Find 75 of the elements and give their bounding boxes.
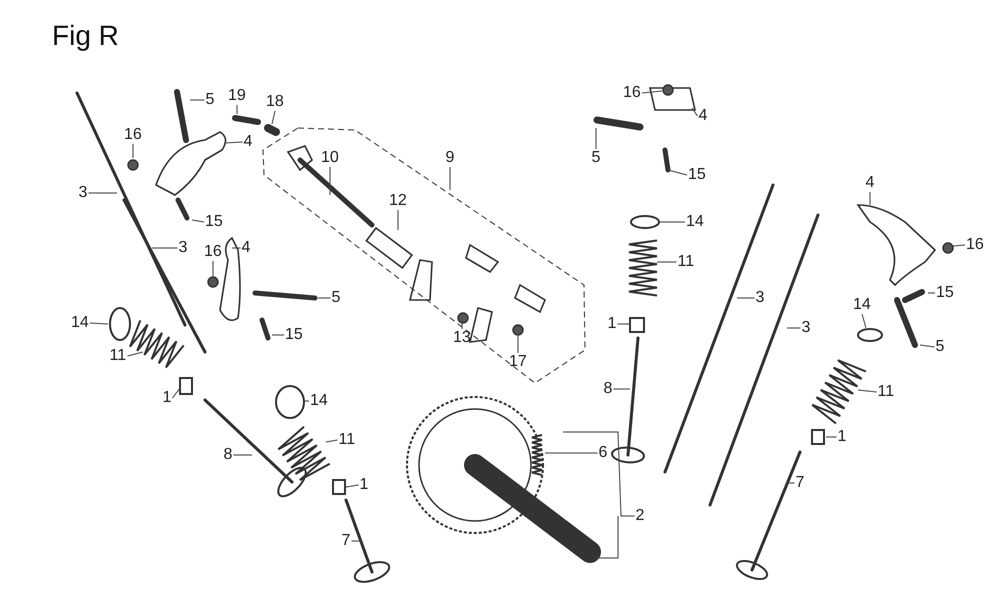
leader-line [172,388,180,398]
callout-number: 5 [332,289,340,307]
callout-number: 12 [389,192,407,210]
callout-number: 3 [756,289,764,307]
callout-number: 13 [453,329,471,347]
leader-line [326,440,338,442]
callout-number: 3 [802,319,810,337]
callout-number: 15 [936,284,954,302]
leader-line [272,110,276,124]
leader-line [692,108,698,116]
leader-line [858,390,877,392]
callout-number: 17 [509,353,527,371]
callout-number: 7 [342,532,350,550]
callout-number: 8 [224,446,232,464]
callout-number: 16 [124,126,142,144]
leader-line [127,352,144,356]
leader-line [272,334,284,336]
leader-line [786,482,795,484]
callout-number: 10 [321,149,339,167]
leader-line [346,484,359,488]
leader-line [952,244,966,246]
leader-line [90,322,108,324]
callout-number: 1 [838,428,846,446]
callout-number: 14 [310,392,328,410]
callout-number: 14 [71,314,89,332]
callout-number: 5 [936,338,944,356]
leader-line [544,452,598,454]
callout-number: 15 [688,166,706,184]
callout-number: 11 [878,383,894,401]
callout-number: 2 [636,507,644,525]
callout-number: 9 [446,149,454,167]
callout-number: 4 [242,239,250,257]
leader-line [642,90,662,94]
callout-number: 16 [204,243,222,261]
leader-line [224,142,243,144]
callout-number: 15 [205,213,223,231]
leader-line [304,400,310,402]
callout-number: 11 [678,253,694,271]
callout-number: 8 [604,380,612,398]
callout-number: 19 [228,87,246,105]
callout-number: 4 [244,133,252,151]
leader-line [862,314,866,328]
leader-line [192,220,204,222]
callout-number: 4 [866,174,874,192]
callout-number: 3 [78,184,88,202]
callout-number: 15 [285,326,303,344]
bracket-leader-line [562,432,635,558]
callout-number: 11 [338,431,356,449]
callout-number: 14 [853,296,871,314]
callout-number: 3 [178,239,188,257]
leader-line [920,344,935,348]
callout-number: 16 [966,236,984,254]
callout-number: 16 [623,84,641,102]
callout-number: 4 [698,107,708,125]
figure-title: Fig R [52,20,119,52]
callout-number: 14 [686,213,704,231]
callout-number: 6 [598,444,608,462]
callout-number: 1 [360,476,368,494]
leader-line [668,170,688,176]
callout-number: 1 [608,315,616,333]
callout-number: 11 [110,347,126,365]
leader-line [212,260,214,276]
leader-line [233,454,252,456]
callout-number: 18 [266,93,284,111]
leader-line [613,388,630,390]
leader-line [928,292,936,294]
leader-line [236,104,238,114]
leader-line [351,540,362,542]
callout-number: 5 [592,149,600,167]
callout-number: 5 [206,91,214,109]
leader-line [132,144,134,158]
leader-line [88,192,118,194]
callout-number: 1 [162,389,172,407]
leader-line [826,436,837,438]
callout-number: 7 [796,474,804,492]
